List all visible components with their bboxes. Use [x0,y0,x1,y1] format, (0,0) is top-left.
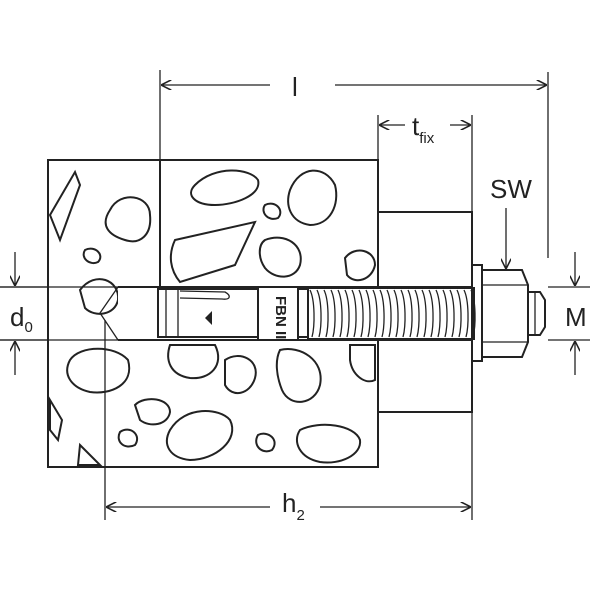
thread-turn [428,289,434,338]
thread-turn [372,289,378,338]
thread-turn [358,289,364,338]
hole-depth-label: h2 [282,488,305,524]
thread-turn [344,289,350,338]
aggregate-stones [48,169,377,466]
thread-turn [351,289,357,338]
drill-diameter-label: d0 [10,302,33,336]
thread-turn [463,289,469,338]
bolt-end [528,291,546,336]
thread-turn [449,289,455,338]
thread-turn [323,289,329,338]
fixture-plate [377,211,473,413]
bolt-marking: FBN II [272,296,289,339]
thread-turn [421,289,427,338]
hex-nut [481,269,529,358]
thread-turn [435,289,441,338]
thread-turn [379,289,385,338]
triangle-mark-icon [205,311,212,325]
thread-turn [414,289,420,338]
thread-turn [393,289,399,338]
fixture-thickness-label: tfix [412,111,435,147]
length-label: l [292,72,298,102]
thread-turn [456,289,462,338]
thread-turn [400,289,406,338]
thread-turn [316,289,322,338]
thread-label: M [565,302,587,332]
thread-turn [407,289,413,338]
concrete-base [47,159,379,468]
wrench-size-label: SW [490,174,532,204]
thread-turn [337,289,343,338]
dimension-lines: l tfix SW d0 M h2 [0,70,590,524]
anchor-bolt: FBN II [157,264,546,362]
thread-turn [330,289,336,338]
thread-turn [365,289,371,338]
thread-turn [386,289,392,338]
thread-turn [442,289,448,338]
thread-turn [309,289,315,338]
